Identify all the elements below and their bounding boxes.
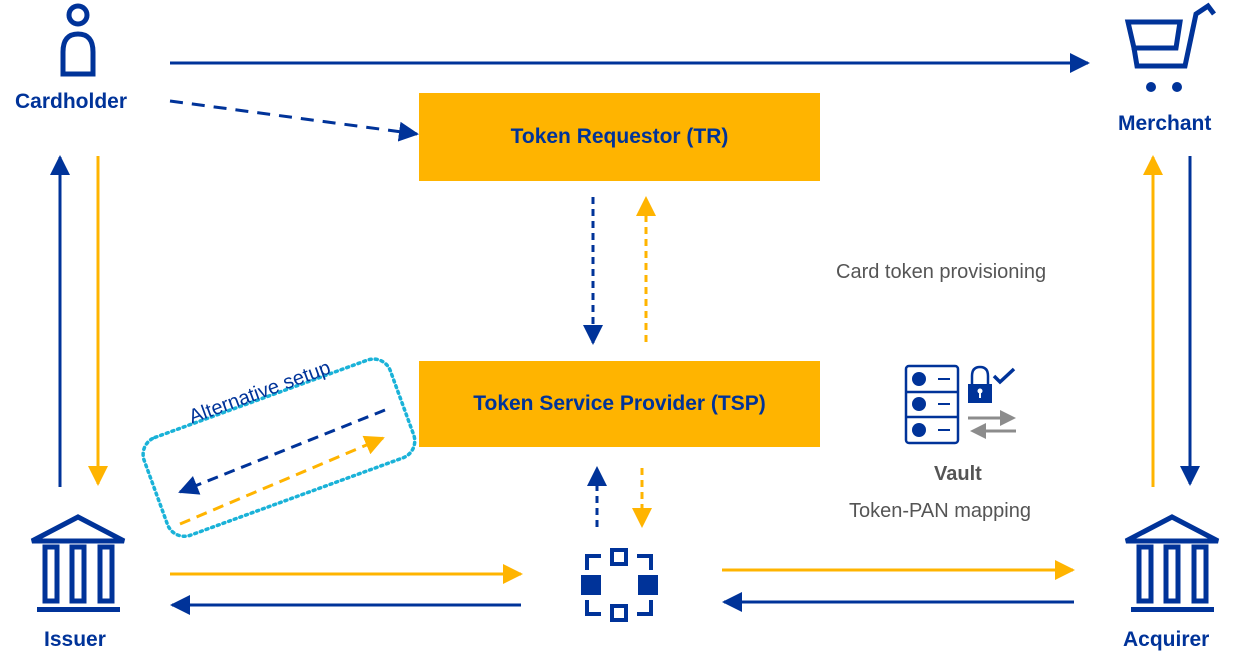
token-requestor-label: Token Requestor (TR): [510, 125, 729, 148]
shopping-cart-icon: [1124, 2, 1216, 92]
token-service-provider-label: Token Service Provider (TSP): [473, 392, 766, 415]
arrow-cardholder-to-tr: [169, 99, 419, 142]
issuer-label: Issuer: [44, 628, 106, 651]
person-icon: [60, 3, 96, 77]
merchant-label: Merchant: [1118, 112, 1212, 135]
padlock-icon: [968, 365, 992, 403]
bank-icon: [30, 514, 126, 612]
alternative-setup-group: [141, 357, 417, 539]
exchange-arrows-icon: [968, 410, 1016, 439]
cardholder-label: Cardholder: [15, 90, 128, 113]
network-nodes-icon: [581, 548, 658, 622]
checkmark-icon: [992, 367, 1016, 385]
acquirer-label: Acquirer: [1123, 628, 1210, 651]
vault-icon: [904, 364, 960, 445]
bank-icon: [1124, 514, 1220, 612]
token-requestor-box: Token Requestor (TR): [419, 93, 820, 181]
arrow-tsp-to-issuer-alt: [178, 408, 386, 495]
card-token-provisioning-label: Card token provisioning: [836, 261, 1047, 283]
vault-title: Vault: [934, 463, 982, 485]
token-service-provider-box: Token Service Provider (TSP): [419, 361, 820, 447]
vault-subtitle: Token-PAN mapping: [849, 500, 1031, 522]
arrow-issuer-to-tsp-alt: [179, 435, 385, 526]
